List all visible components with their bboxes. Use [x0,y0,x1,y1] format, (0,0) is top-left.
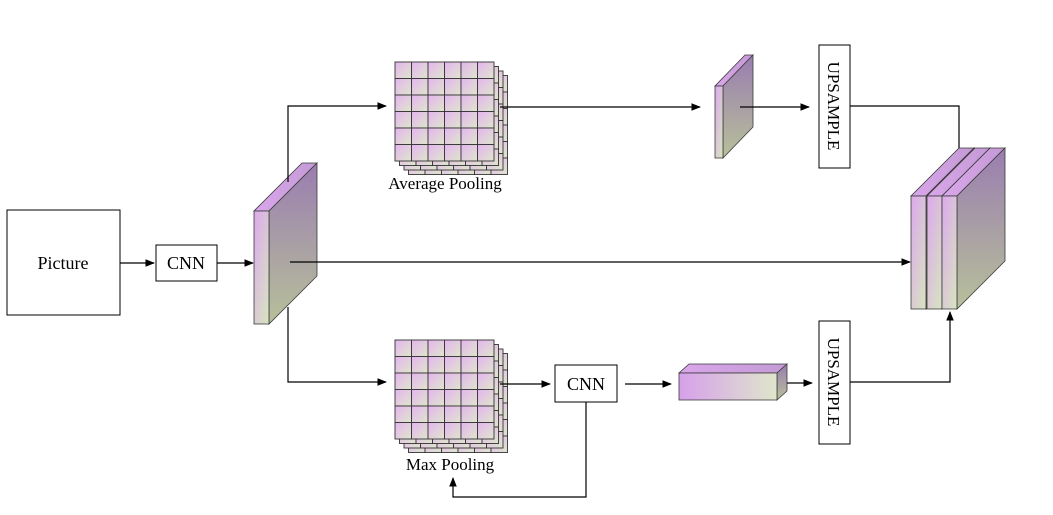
max-pooling-grid-cell [427,422,445,440]
average-pooling-grid-cell [477,94,495,112]
max-pooling-grid-layer [394,339,495,440]
max-pooling-grid-cell [460,372,478,390]
average-pooling-grid [394,61,508,175]
max-pooling-grid-cell [411,372,429,390]
average-pooling-grid-cell [427,78,445,96]
average-pooling-grid-cell [394,78,412,96]
average-pooling-grid-cell [394,111,412,129]
arrow-to-average-pooling [287,102,387,182]
max-pooling-grid-cell [411,405,429,423]
average-pooling-grid-layer [394,61,495,162]
average-pooling-grid-cell [411,127,429,145]
max-pooling-grid-cell [394,405,412,423]
max-pooling-grid-cell [444,422,462,440]
max-pooling-grid-cell [477,372,495,390]
upsample-bottom-label: UPSAMPLE [824,338,843,427]
feature-map-slab [253,162,318,325]
average-pooling-grid-cell [394,94,412,112]
average-pooling-grid-cell [444,78,462,96]
flat-feature-bar [677,363,789,401]
max-pooling-grid-cell [460,422,478,440]
upsample-bottom-node: UPSAMPLE [818,320,851,445]
average-pooling-grid-cell [427,127,445,145]
max-pooling-grid-cell [411,356,429,374]
max-pooling-caption: Max Pooling [406,455,495,474]
average-pooling-grid-cell [427,111,445,129]
upsample-top-node: UPSAMPLE [818,44,851,169]
max-pooling-grid-cell [477,389,495,407]
average-pooling-grid-cell [394,61,412,79]
average-pooling-grid-cell [411,111,429,129]
max-pooling-grid-cell [460,356,478,374]
average-pooling-grid-cell [460,94,478,112]
average-pooling-grid-cell [477,127,495,145]
average-pooling-grid-cell [444,127,462,145]
arrow-cnn-feedback-loop [449,402,587,498]
max-pooling-grid-cell [460,339,478,357]
max-pooling-grid-cell [411,422,429,440]
max-pooling-grid-cell [394,422,412,440]
max-pooling-grid-cell [460,405,478,423]
max-pooling-grid-cell [394,389,412,407]
picture-node: Picture [6,209,121,316]
max-pooling-grid-cell [477,405,495,423]
average-pooling-grid-cell [394,127,412,145]
average-pooling-grid-cell [444,94,462,112]
max-pooling-grid-cell [460,389,478,407]
max-pooling-grid-cell [444,405,462,423]
average-pooling-grid-cell [477,78,495,96]
average-pooling-grid-cell [411,144,429,162]
max-pooling-grid [394,339,508,453]
average-pooling-grid-cell [411,78,429,96]
max-pooling-grid-cell [427,405,445,423]
concatenated-feature-stack [910,147,1006,310]
cnn-lower-node: CNN [554,364,618,403]
average-pooling-grid-cell [444,111,462,129]
cnn-lower-label: CNN [567,374,605,394]
max-pooling-grid-cell [427,356,445,374]
max-pooling-grid-cell [444,389,462,407]
average-pooling-grid-cell [460,127,478,145]
max-pooling-grid-cell [394,356,412,374]
concat-slab [941,147,1006,310]
average-pooling-grid-cell [427,144,445,162]
cnn-main-label: CNN [167,253,205,273]
average-pooling-grid-cell [427,61,445,79]
arrow-to-max-pooling [287,307,387,386]
average-pooling-grid-cell [411,61,429,79]
average-pooling-grid-cell [460,111,478,129]
average-pooling-grid-cell [477,61,495,79]
max-pooling-grid-cell [444,372,462,390]
average-pooling-grid-cell [411,94,429,112]
max-pooling-grid-cell [477,356,495,374]
max-pooling-grid-cell [477,339,495,357]
max-pooling-grid-cell [444,339,462,357]
upsample-top-label: UPSAMPLE [824,62,843,151]
average-pooling-grid-cell [427,94,445,112]
average-pooling-grid-cell [460,144,478,162]
average-pooling-grid-cell [477,144,495,162]
average-pooling-grid-cell [444,61,462,79]
max-pooling-grid-cell [394,339,412,357]
max-pooling-grid-cell [427,372,445,390]
max-pooling-grid-cell [411,339,429,357]
max-pooling-grid-cell [411,389,429,407]
average-pooling-grid-cell [394,144,412,162]
max-pooling-grid-cell [394,372,412,390]
average-pooling-grid-cell [444,144,462,162]
max-pooling-grid-cell [427,389,445,407]
max-pooling-grid-cell [444,356,462,374]
average-pooling-grid-cell [477,111,495,129]
cnn-main-node: CNN [155,244,218,282]
pooled-feature-slab [714,54,754,159]
arrow-upsample-bottom-to-concat [850,311,954,383]
max-pooling-grid-cell [477,422,495,440]
average-pooling-grid-cell [460,61,478,79]
max-pooling-grid-cell [427,339,445,357]
average-pooling-grid-cell [460,78,478,96]
picture-label: Picture [38,253,89,273]
average-pooling-caption: Average Pooling [388,174,502,193]
